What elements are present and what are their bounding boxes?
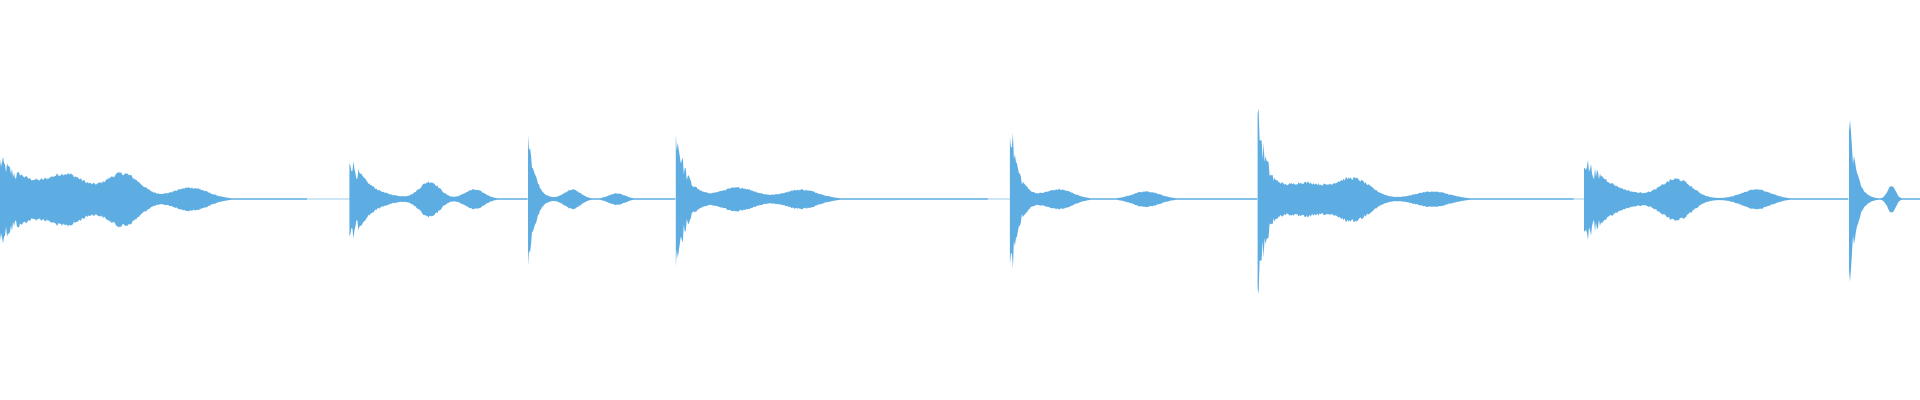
waveform-segment-2 — [349, 161, 528, 239]
waveform-segment-5 — [1009, 132, 1257, 269]
waveform-segment-1 — [0, 156, 307, 244]
waveform-segment-4 — [675, 134, 988, 267]
waveform-segment-7 — [1584, 159, 1848, 240]
waveform-segment-6 — [1257, 108, 1574, 294]
waveform-segment-3 — [528, 135, 675, 266]
waveform-segment-8 — [1849, 120, 1920, 282]
